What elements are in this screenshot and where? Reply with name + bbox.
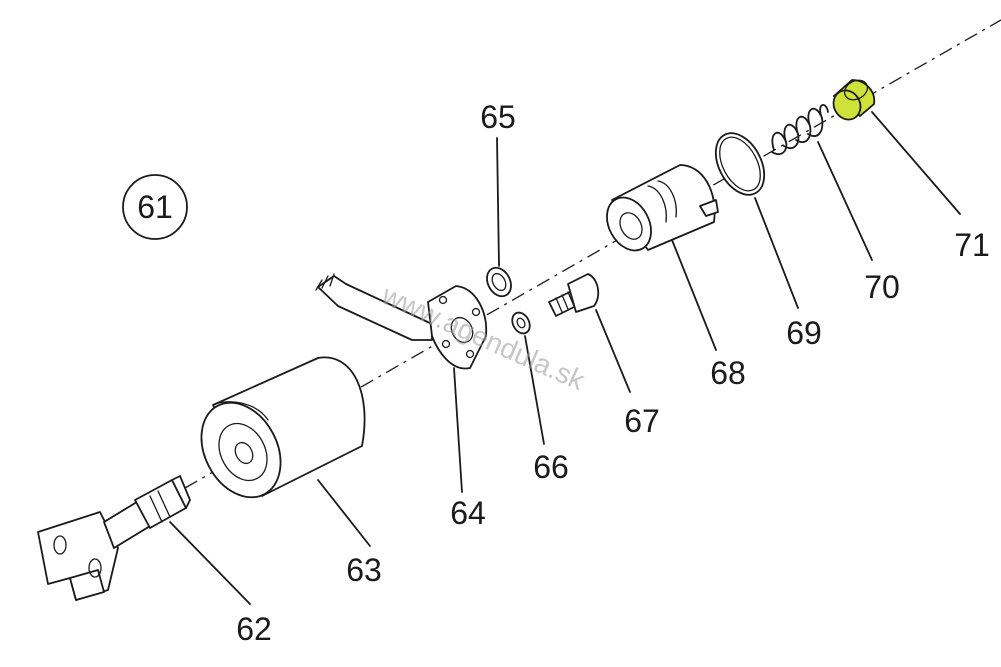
callout-64: 64 [450,495,486,531]
part-68-armature[interactable] [598,164,719,258]
callout-62: 62 [236,611,272,647]
part-62-clevis-plunger[interactable] [37,475,191,601]
callout-69: 69 [786,315,822,351]
part-66-seal-ring[interactable] [509,310,533,337]
callout-labels: 62 63 64 65 66 67 68 69 70 71 [236,99,990,647]
part-65-washer[interactable] [482,264,516,301]
callout-71: 71 [954,227,990,263]
callout-70: 70 [864,269,900,305]
callout-63: 63 [346,552,382,588]
callout-65: 65 [480,99,516,135]
part-69-o-ring[interactable] [706,125,774,203]
part-67-bolt[interactable] [548,273,600,317]
part-64-bracket-rod[interactable] [315,273,488,370]
callout-67: 67 [624,403,660,439]
callout-66: 66 [533,449,569,485]
group-label-text: 61 [137,189,173,225]
part-71-end-cap[interactable] [828,76,876,124]
part-70-spring[interactable] [771,104,829,155]
part-63-solenoid-body[interactable] [186,356,366,511]
leader-lines [169,111,961,605]
group-label: 61 [122,174,188,240]
callout-68: 68 [710,355,746,391]
